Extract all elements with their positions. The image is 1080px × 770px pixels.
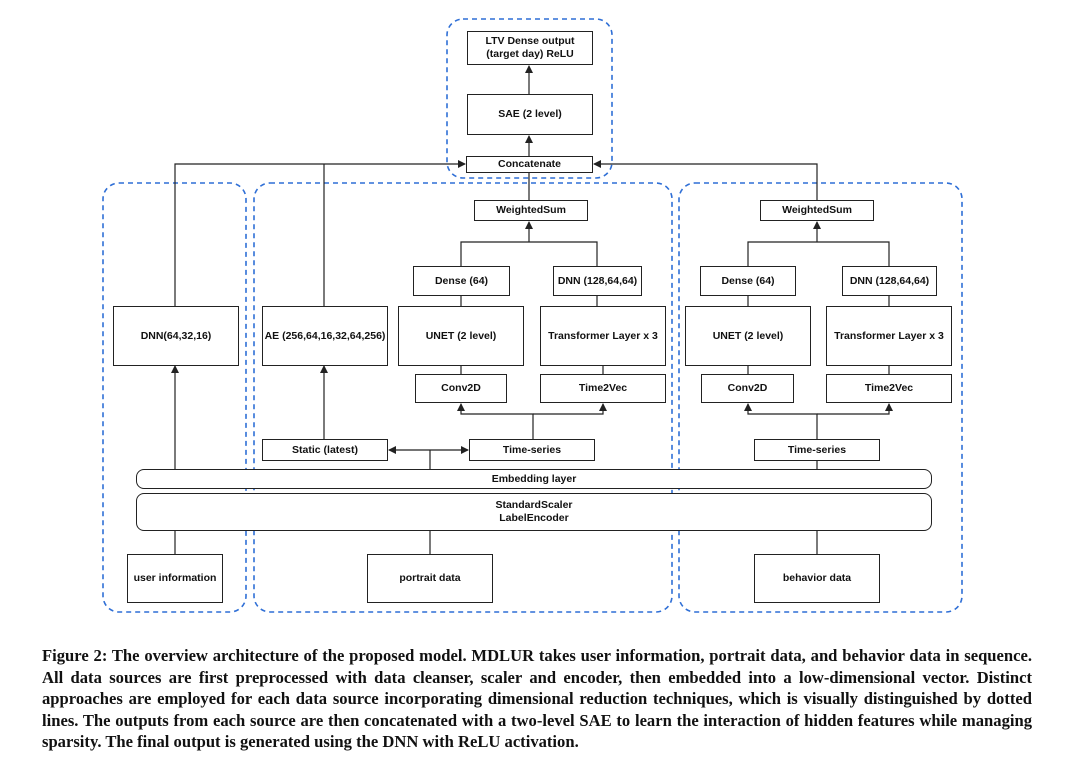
arrow-portrait-ts-to-t2v [533,403,607,415]
portrait-time-series-box: Time-series [469,439,595,461]
line-portrait-fork [460,241,598,266]
behavior-weighted-sum-box: WeightedSum [760,200,874,221]
portrait-unet-box: UNET (2 level) [398,306,524,366]
arrow-portrait-ts-to-conv [457,403,534,439]
behavior-dense-box: Dense (64) [700,266,796,296]
line-behavior-fork [747,241,890,266]
portrait-time2vec-box: Time2Vec [540,374,666,403]
standard-scaler-label: StandardScaler [495,499,573,511]
line-user-to-concat [174,160,466,306]
connector-layer [102,18,963,613]
portrait-dnn-box: DNN (128,64,64) [553,266,642,296]
behavior-time-series-box: Time-series [754,439,880,461]
concatenate-box: Concatenate [466,156,593,173]
ltv-output-line1: LTV Dense output [485,35,575,47]
ltv-output-line2: (target day) ReLU [486,48,574,60]
ae-box: AE (256,64,16,32,64,256) [262,306,388,366]
portrait-weighted-sum-box: WeightedSum [474,200,588,221]
behavior-unet-box: UNET (2 level) [685,306,811,366]
group-output-region [446,18,613,179]
portrait-data-source-box: portrait data [367,554,493,603]
user-information-source-box: user information [127,554,223,603]
embedding-layer-box: Embedding layer [136,469,932,489]
ltv-output-box: LTV Dense output(target day) ReLU [467,31,593,65]
behavior-dnn-box: DNN (128,64,64) [842,266,937,296]
arrow-behavior-ts-to-conv [744,403,818,439]
group-portrait-region [253,182,673,613]
figure-caption: Figure 2: The overview architecture of t… [42,646,1032,751]
user-dnn-box: DNN(64,32,16) [113,306,239,366]
behavior-conv2d-box: Conv2D [701,374,794,403]
portrait-transformer-box: Transformer Layer x 3 [540,306,666,366]
portrait-conv2d-box: Conv2D [415,374,507,403]
line-behavior-ws-to-concat [593,160,818,200]
architecture-diagram: LTV Dense output(target day) ReLU SAE (2… [102,18,963,613]
portrait-dense-box: Dense (64) [413,266,510,296]
label-encoder-label: LabelEncoder [499,512,569,524]
behavior-time2vec-box: Time2Vec [826,374,952,403]
sae-box: SAE (2 level) [467,94,593,135]
behavior-data-source-box: behavior data [754,554,880,603]
arrow-behavior-ts-to-t2v [817,403,893,415]
behavior-transformer-box: Transformer Layer x 3 [826,306,952,366]
static-latest-box: Static (latest) [262,439,388,461]
group-behavior-region [678,182,963,613]
